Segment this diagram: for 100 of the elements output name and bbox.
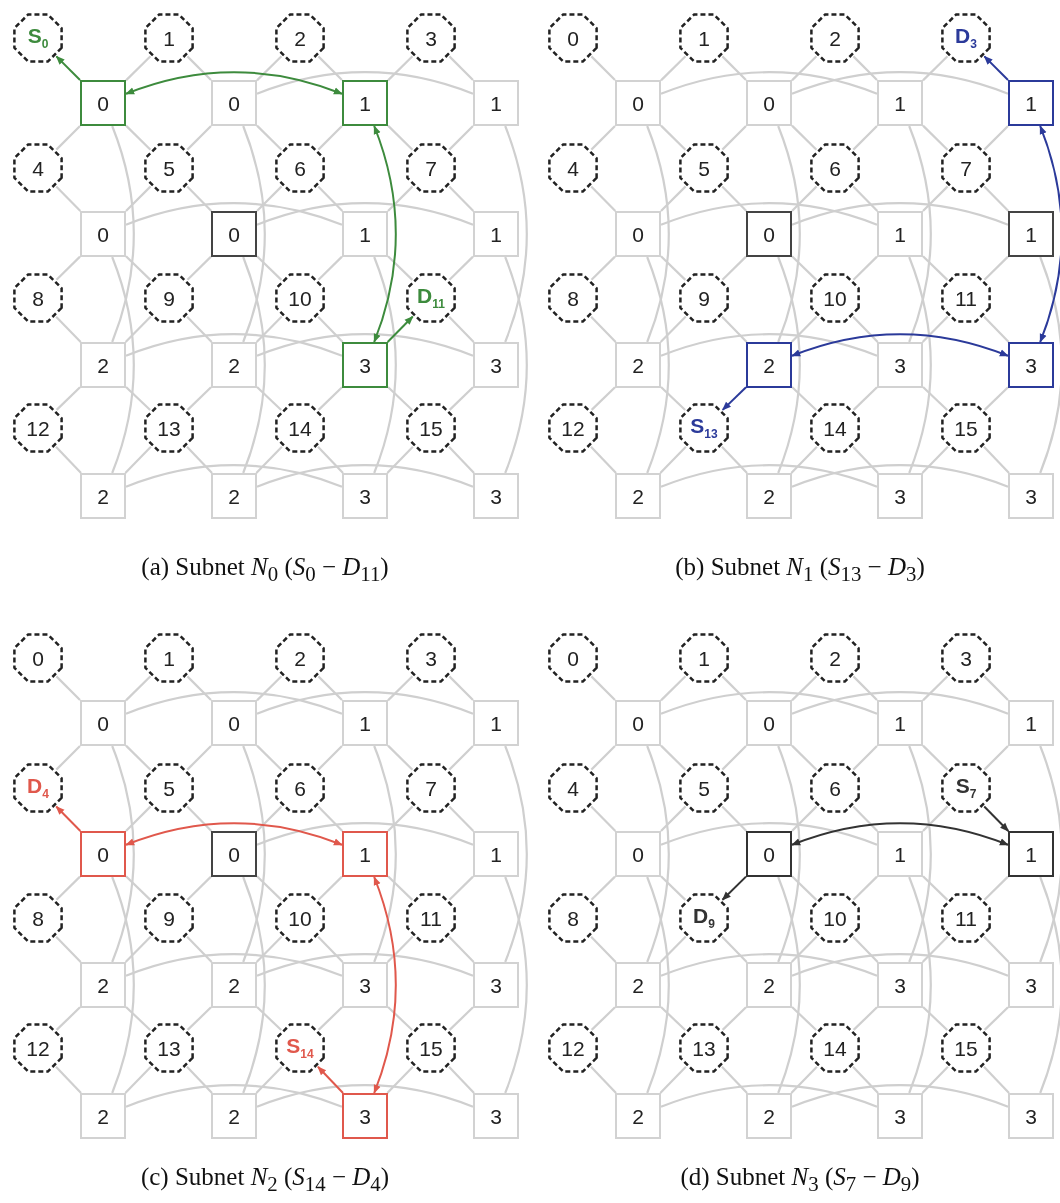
node-label: 2 [829, 27, 841, 49]
link-line [125, 875, 152, 901]
link-line [55, 315, 82, 343]
terminal-node [142, 631, 196, 685]
router-node [1008, 473, 1054, 519]
node-label: 2 [97, 1105, 109, 1127]
route-arrow [791, 822, 1009, 846]
link-line [186, 255, 212, 281]
link-line [387, 675, 414, 702]
node-label: 2 [97, 485, 109, 507]
link-line [317, 386, 343, 411]
router-node [615, 80, 661, 126]
link-line [504, 745, 528, 963]
link-line [983, 315, 1010, 343]
link-line [660, 386, 686, 411]
link-line [448, 386, 474, 411]
link-line [124, 935, 152, 963]
terminal-node [939, 891, 993, 945]
node-label: 2 [228, 485, 240, 507]
caption: (c) Subnet N$_{2}$ (S$_{14}$ − D$_{4}$) [140, 1163, 390, 1197]
link-line [111, 256, 135, 474]
terminal-node [546, 631, 600, 685]
terminal-node [939, 761, 993, 815]
node-label: 2 [632, 354, 644, 376]
router-node [1008, 831, 1054, 877]
link-line [317, 125, 343, 151]
link-line [908, 125, 932, 343]
link-line [852, 675, 878, 701]
link-line [791, 691, 1009, 715]
router-node [342, 342, 388, 388]
router-node [615, 962, 661, 1008]
link-line [186, 185, 213, 212]
terminal-node [677, 401, 731, 455]
node-label: 14 [823, 1037, 847, 1059]
node-label: 1 [1025, 223, 1037, 245]
link-line [186, 1006, 212, 1031]
link-line [921, 1065, 949, 1094]
router-node [746, 831, 792, 877]
node-label: 3 [894, 974, 906, 996]
link-line [590, 446, 617, 474]
node-label: 1 [359, 712, 371, 734]
link-line [55, 675, 81, 701]
node-label: 0 [228, 92, 240, 114]
router-node [877, 80, 923, 126]
link-line [790, 1065, 818, 1094]
terminal-node [808, 761, 862, 815]
route-arrow [721, 386, 747, 411]
link-line [1039, 256, 1060, 474]
router-node [473, 1093, 519, 1139]
terminal-node [142, 891, 196, 945]
link-line [721, 255, 747, 281]
link-line [256, 675, 283, 702]
link-line [125, 202, 343, 226]
router-node [342, 700, 388, 746]
node-label: 1 [1025, 92, 1037, 114]
router-node [746, 342, 792, 388]
link-line [317, 935, 344, 963]
node-label: 0 [97, 843, 109, 865]
terminal-node [142, 141, 196, 195]
caption: (b) Subnet N$_{1}$ (S$_{13}$ − D$_{3}$) [675, 553, 925, 587]
link-line [921, 315, 949, 343]
link-line [983, 875, 1009, 901]
link-line [317, 1006, 343, 1031]
link-line [791, 1006, 817, 1031]
link-line [317, 446, 344, 474]
link-line [791, 185, 818, 212]
router-node [1008, 700, 1054, 746]
node-label: 2 [294, 647, 306, 669]
node-label: 9 [163, 907, 175, 929]
node-label: 1 [698, 27, 710, 49]
terminal-node [404, 761, 458, 815]
link-line [55, 1066, 82, 1094]
link-line [387, 386, 413, 411]
terminal-node [808, 271, 862, 325]
node-label: 2 [228, 354, 240, 376]
link-line [590, 745, 616, 771]
link-line [256, 1006, 282, 1031]
link-line [922, 744, 949, 771]
link-line [448, 935, 475, 963]
link-line [386, 1065, 414, 1094]
link-line [777, 125, 801, 343]
node-label: 1 [1025, 843, 1037, 865]
link-line [660, 71, 878, 95]
link-line [448, 1006, 474, 1031]
node-label: 10 [823, 907, 847, 929]
link-line [921, 935, 949, 963]
node-label: 15 [419, 1037, 443, 1059]
link-line [186, 315, 213, 343]
link-line [256, 953, 474, 977]
node-label: 0 [632, 223, 644, 245]
caption: (a) Subnet N$_{0}$ (S$_{0}$ − D$_{11}$) [141, 553, 389, 587]
link-line [256, 71, 474, 95]
node-label: 1 [894, 223, 906, 245]
node-label: 11 [420, 907, 442, 929]
link-line [852, 446, 879, 474]
link-line [256, 1084, 474, 1108]
link-line [256, 744, 283, 771]
link-line [256, 55, 283, 82]
node-label: 0 [97, 92, 109, 114]
node-label: 0 [763, 92, 775, 114]
